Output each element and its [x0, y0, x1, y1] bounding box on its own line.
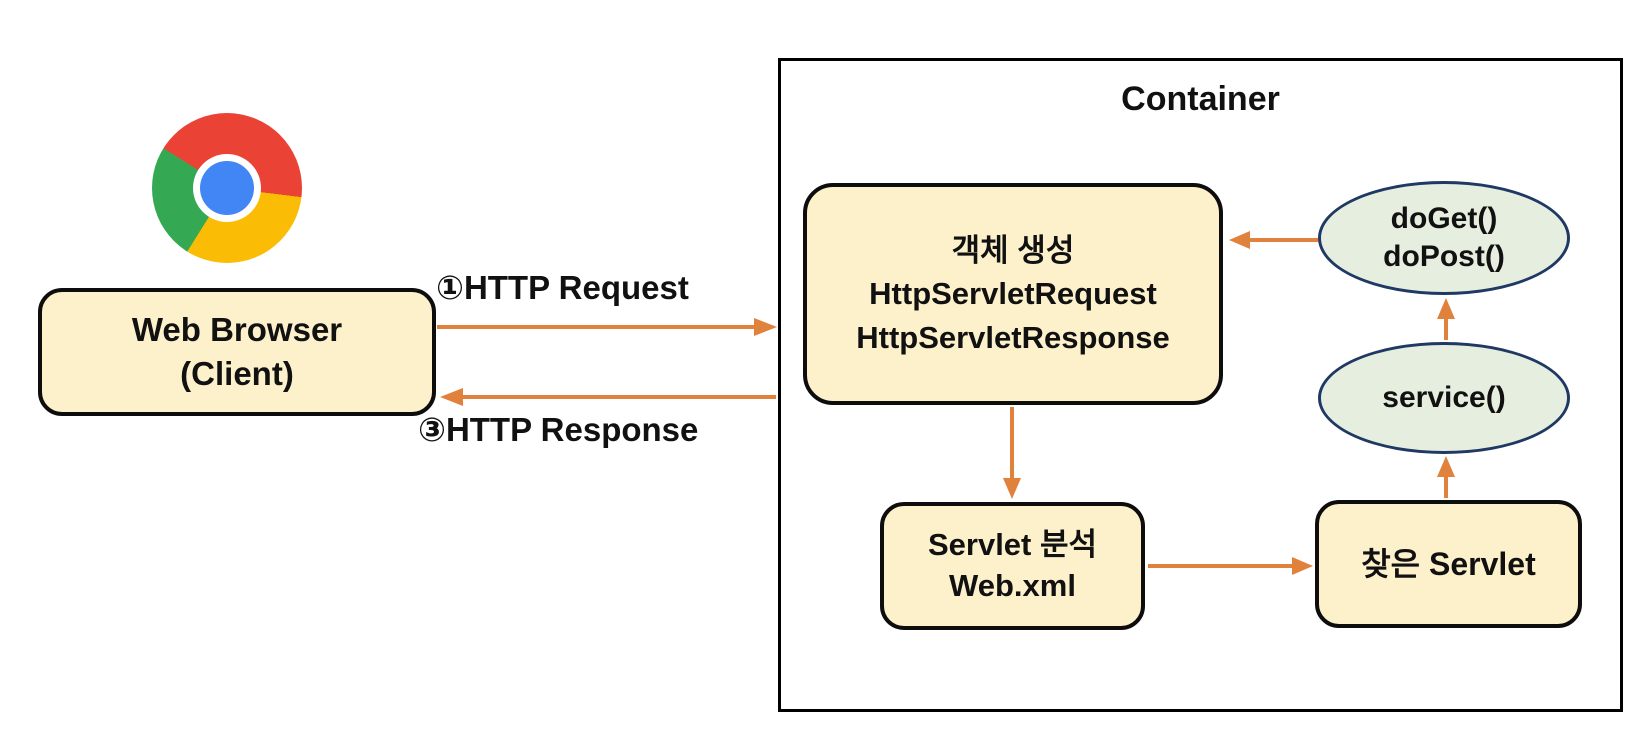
object-creation-line1: 객체 생성	[951, 232, 1075, 268]
container-frame	[778, 58, 1623, 712]
http-response-label: ③HTTP Response	[418, 411, 699, 448]
object-creation-box: 객체 생성 HttpServletRequest HttpServletResp…	[803, 183, 1223, 405]
chrome-icon-blue-center	[200, 161, 254, 215]
servlet-analysis-line2: Web.xml	[949, 568, 1076, 603]
found-servlet-box: 찾은 Servlet	[1315, 500, 1582, 628]
client-label: (Client)	[180, 355, 294, 392]
object-creation-line2: HttpServletRequest	[869, 276, 1157, 312]
servlet-analysis-line1: Servlet 분석	[927, 527, 1098, 563]
object-creation-line3: HttpServletResponse	[856, 319, 1170, 355]
http-request-label: ①HTTP Request	[436, 269, 689, 306]
service-label: service()	[1382, 381, 1506, 415]
service-ellipse: service()	[1318, 342, 1570, 454]
found-servlet-label: 찾은 Servlet	[1361, 545, 1536, 582]
web-browser-label: Web Browser	[131, 311, 343, 349]
dopost-label: doPost()	[1383, 240, 1505, 273]
http-response-arrow	[440, 388, 776, 406]
web-browser-client-box: Web Browser (Client)	[38, 288, 436, 416]
http-request-arrow	[437, 318, 777, 336]
servlet-analysis-box: Servlet 분석 Web.xml	[880, 502, 1145, 630]
doget-dopost-ellipse: doGet() doPost()	[1318, 181, 1570, 295]
chrome-browser-icon	[152, 113, 302, 263]
container-title: Container	[1121, 80, 1280, 118]
doget-label: doGet()	[1390, 202, 1498, 236]
